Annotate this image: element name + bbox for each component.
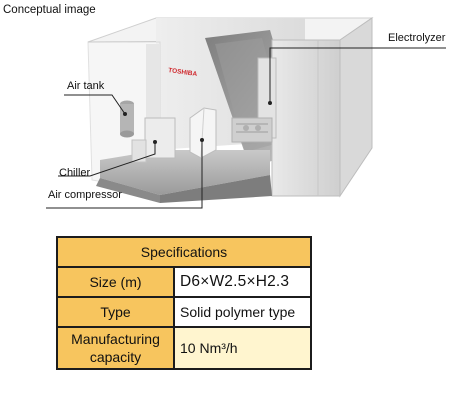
brand-logo: TOSHIBA [168, 67, 198, 78]
specifications-table: Specifications Size (m) D6×W2.5×H2.3 Typ… [56, 236, 312, 370]
spec-value: D6×W2.5×H2.3 [173, 266, 312, 298]
air-tank-leader [64, 94, 126, 115]
air-compressor-leader [46, 140, 203, 209]
spec-row: Type Solid polymer type [56, 296, 312, 328]
air-compressor-label: Air compressor [48, 189, 122, 201]
right-section [271, 39, 341, 197]
container-unit-illustration: TOSHIBA [46, 17, 446, 209]
spec-value: Solid polymer type [173, 296, 312, 328]
spec-row: Manufacturing capacity 10 Nm³/h [56, 326, 312, 370]
chiller-leader [58, 142, 156, 177]
caption: Conceptual image [3, 4, 96, 16]
electrolyzer-leader [269, 47, 446, 103]
air-tank-label: Air tank [67, 80, 105, 92]
spec-title-row: Specifications [56, 236, 312, 268]
electrolyzer-label: Electrolyzer [388, 32, 446, 44]
spec-title: Specifications [56, 236, 312, 268]
spec-label: Manufacturing capacity [56, 326, 175, 370]
chiller-label: Chiller [59, 167, 91, 179]
spec-label: Size (m) [56, 266, 175, 298]
chiller [144, 117, 176, 159]
end-wall [339, 17, 373, 198]
air-tank [120, 104, 134, 134]
spec-label-line2: capacity [89, 349, 142, 365]
spec-row: Size (m) D6×W2.5×H2.3 [56, 266, 312, 298]
spec-label-line1: Manufacturing [71, 331, 160, 347]
spec-label: Type [56, 296, 175, 328]
spec-value: 10 Nm³/h [173, 326, 312, 370]
